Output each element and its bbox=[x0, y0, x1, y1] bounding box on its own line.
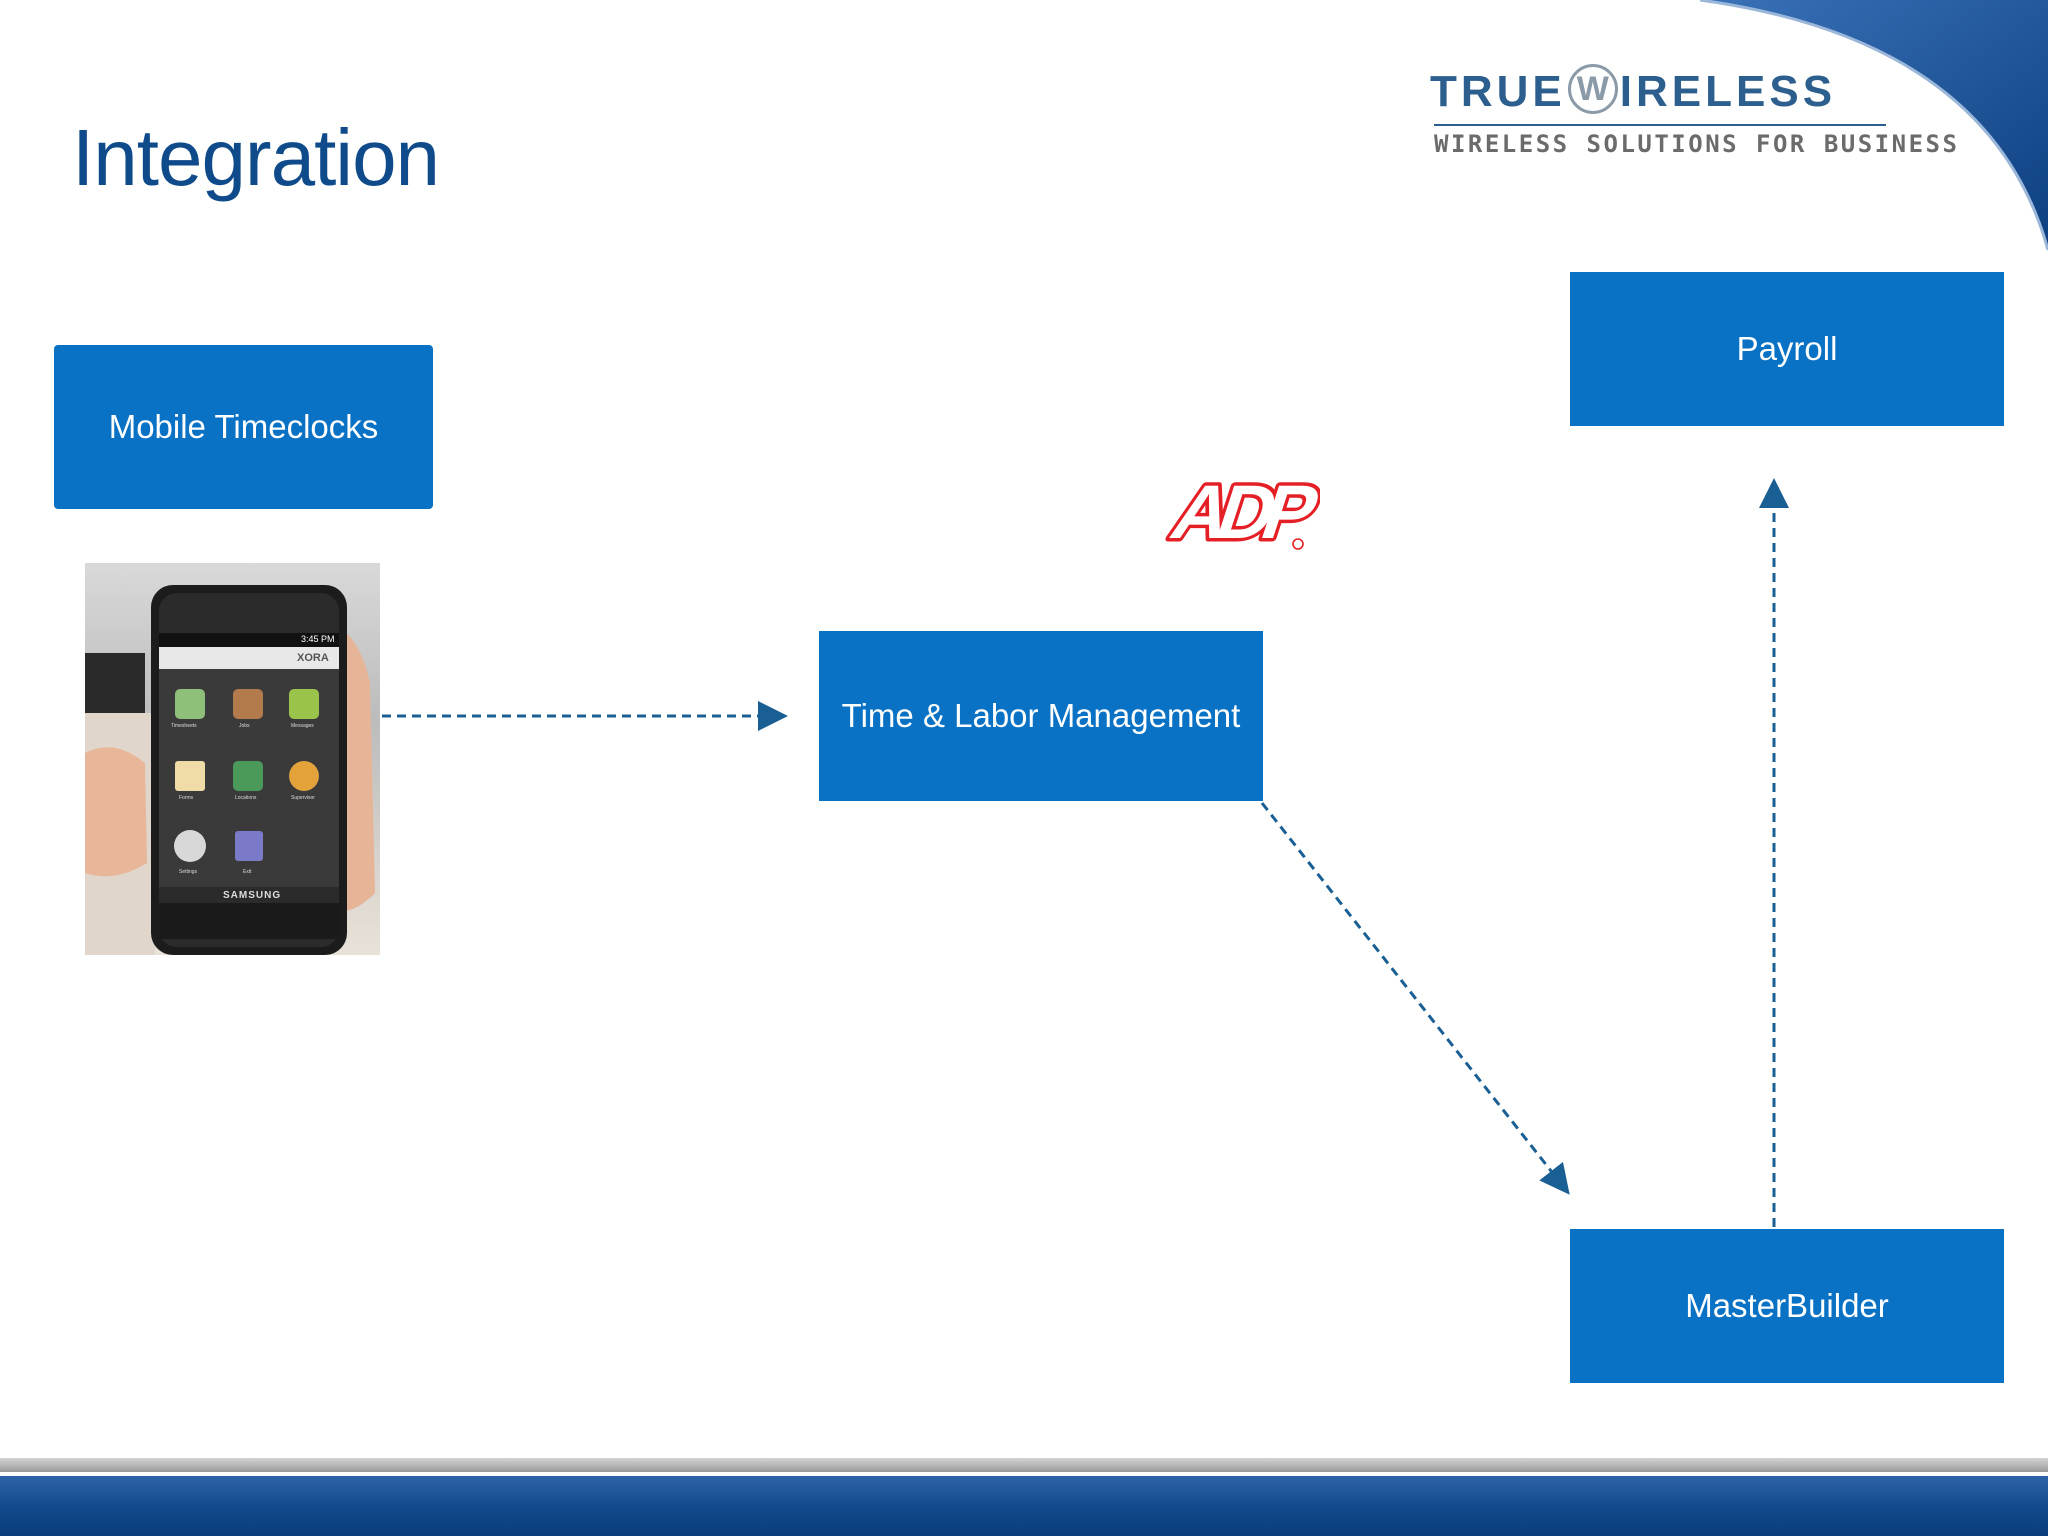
logo-divider bbox=[1434, 124, 1886, 126]
phone-app-label: Supervisor bbox=[291, 795, 315, 801]
node-time-labor-management-label: Time & Labor Management bbox=[841, 697, 1241, 734]
logo-ireless: IRELESS bbox=[1619, 67, 1837, 116]
node-mobile-timeclocks-label: Mobile Timeclocks bbox=[108, 408, 379, 445]
logo-tagline: WIRELESS SOLUTIONS FOR BUSINESS bbox=[1434, 130, 1960, 158]
footer-divider bbox=[0, 1458, 2048, 1472]
phone-app-name: XORA bbox=[297, 652, 329, 664]
phone-app-label: Forms bbox=[179, 795, 194, 801]
node-masterbuilder: MasterBuilder bbox=[1570, 1229, 2004, 1383]
phone-app-label: Messages bbox=[291, 723, 314, 729]
node-time-labor-management: Time & Labor Management bbox=[819, 631, 1263, 801]
phone-status-time: 3:45 PM bbox=[301, 634, 335, 644]
mobile-timeclock-photo: 3:45 PM XORA Timesheets Jobs Messages Fo… bbox=[85, 563, 380, 955]
phone-app-label: Settings bbox=[179, 869, 198, 875]
corner-swoosh bbox=[1699, 0, 2048, 251]
node-mobile-timeclocks: Mobile Timeclocks bbox=[54, 345, 433, 509]
logo-true: TRUE bbox=[1430, 67, 1566, 116]
phone-brand: SAMSUNG bbox=[223, 890, 282, 901]
logo-w-signal-icon: W bbox=[1567, 64, 1618, 114]
phone-app-label: Exit bbox=[243, 869, 252, 875]
node-payroll-label: Payroll bbox=[1736, 330, 1838, 367]
adp-logo: ADP bbox=[1160, 474, 1320, 554]
node-masterbuilder-label: MasterBuilder bbox=[1685, 1287, 1889, 1324]
slide-title: Integration bbox=[72, 113, 440, 202]
phone-app-label: Locations bbox=[235, 795, 257, 801]
phone-app-label: Jobs bbox=[239, 723, 250, 729]
node-payroll: Payroll bbox=[1570, 272, 2004, 426]
footer-bar bbox=[0, 1476, 2048, 1536]
arrow-tlm-to-masterbuilder bbox=[1260, 802, 1570, 1195]
phone-app-label: Timesheets bbox=[171, 723, 197, 729]
